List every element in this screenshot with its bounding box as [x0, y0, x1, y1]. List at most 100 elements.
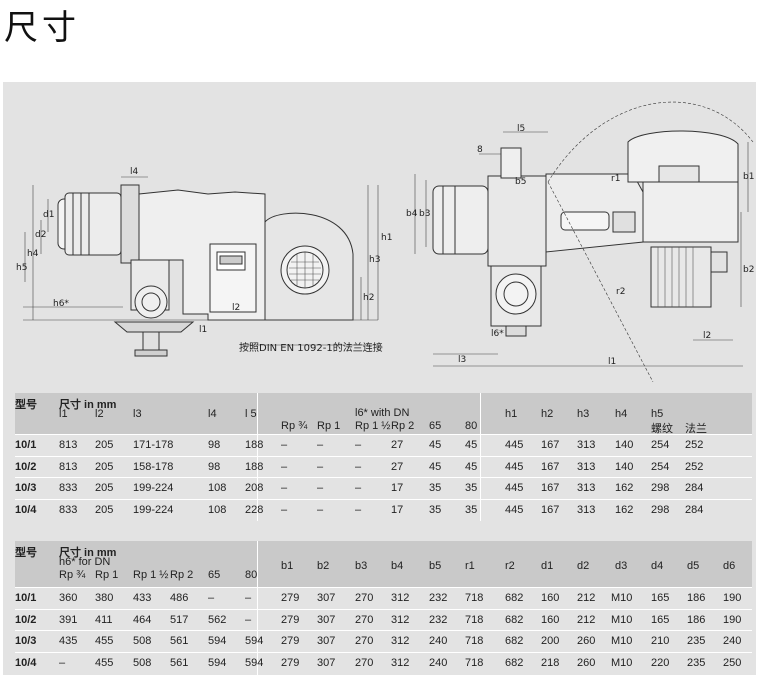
table-cell-rp1half: – — [355, 439, 362, 451]
table-cell-h5a: 298 — [651, 503, 670, 516]
side-view-left — [23, 176, 381, 357]
table-cell-l5: 228 — [245, 503, 264, 516]
table-cell-model: 10/2 — [15, 460, 37, 473]
table-cell-b3: 270 — [355, 592, 374, 604]
svg-text:l3: l3 — [458, 355, 466, 365]
table-cell-rp2: 27 — [391, 439, 404, 451]
table-cell-l2: 205 — [95, 460, 114, 473]
table2-header: 型号 尺寸 in mm h6* for DN Rp ¾ Rp 1 Rp 1 ½ … — [15, 541, 752, 587]
table-cell-dn80: – — [245, 592, 252, 604]
svg-text:h4: h4 — [27, 249, 39, 259]
table-cell-b4: 312 — [391, 656, 410, 669]
t1-col-l6: l6* with DN — [355, 407, 410, 419]
table-cell-b1: 279 — [281, 635, 300, 647]
table-cell-rp1: 411 — [95, 613, 113, 626]
table-cell-rp1: – — [317, 503, 324, 516]
svg-text:r2: r2 — [616, 287, 625, 297]
table-cell-d2: 260 — [577, 656, 596, 669]
t1-col-rp1: Rp 1 — [317, 420, 341, 432]
table-cell-d6: 190 — [723, 592, 742, 604]
table-cell-b4: 312 — [391, 635, 410, 647]
table-cell-l1: 813 — [59, 439, 78, 451]
table-cell-dn80: 594 — [245, 656, 264, 669]
table-cell-dn65: 35 — [429, 503, 442, 516]
table-cell-rp1half: 464 — [133, 613, 152, 626]
t1-col-dn80: 80 — [465, 420, 478, 432]
svg-text:l1: l1 — [608, 357, 616, 367]
table-cell-rp1half: 508 — [133, 635, 152, 647]
t2-separator-1 — [257, 541, 258, 675]
table-cell-h4: 162 — [615, 482, 634, 494]
table-cell-h3: 313 — [577, 503, 596, 516]
t1-col-model: 型号 — [15, 399, 37, 411]
table-cell-h4: 140 — [615, 460, 634, 473]
table-cell-h5a: 254 — [651, 460, 670, 473]
svg-text:b4: b4 — [406, 209, 418, 219]
table-cell-b3: 270 — [355, 635, 374, 647]
table-cell-b4: 312 — [391, 613, 410, 626]
svg-text:l6*: l6* — [491, 329, 504, 339]
row-divider — [15, 587, 752, 588]
t2-col-rp1half: Rp 1 ½ — [133, 569, 169, 581]
table-cell-rp1: 455 — [95, 656, 114, 669]
t1-col-rp1half: Rp 1 ½ — [355, 420, 391, 432]
table-cell-rp34: – — [281, 482, 288, 494]
table-cell-d5: 235 — [687, 656, 706, 669]
table-cell-r1: 718 — [465, 656, 484, 669]
spec-panel: l4 d1 d2 h4 h5 h6* l2 h1 h3 h2 l1 按照DIN … — [3, 82, 756, 675]
svg-text:h6*: h6* — [53, 299, 69, 309]
table-cell-l3: 158-178 — [133, 460, 174, 473]
table-cell-h1: 445 — [505, 460, 524, 473]
t1-col-h3: h3 — [577, 408, 590, 420]
table-cell-r1: 718 — [465, 613, 484, 626]
t1-col-h2: h2 — [541, 408, 554, 420]
table-cell-model: 10/2 — [15, 613, 37, 626]
table-cell-dn80: 35 — [465, 482, 478, 494]
table-cell-h4: 162 — [615, 503, 634, 516]
row-divider — [15, 608, 752, 610]
burner-dimension-drawing: l4 d1 d2 h4 h5 h6* l2 h1 h3 h2 l1 按照DIN … — [16, 101, 754, 382]
t1-col-h1: h1 — [505, 408, 518, 420]
table-cell-h2: 167 — [541, 503, 560, 516]
table-cell-l1: 833 — [59, 503, 78, 516]
table-cell-rp2: 517 — [170, 613, 189, 626]
table-cell-l4: 98 — [208, 439, 221, 451]
t2-col-d4: d4 — [651, 560, 664, 572]
table-cell-r1: 718 — [465, 635, 484, 647]
table-cell-h3: 313 — [577, 460, 596, 473]
svg-text:h2: h2 — [363, 293, 374, 303]
table-cell-l5: 188 — [245, 460, 264, 473]
table-cell-model: 10/1 — [15, 439, 37, 451]
svg-text:l1: l1 — [199, 325, 207, 335]
table-cell-d3: M10 — [611, 613, 633, 626]
table-cell-h5a: 298 — [651, 482, 670, 494]
table-cell-rp34: 391 — [59, 613, 78, 626]
table-cell-dn65: – — [208, 592, 215, 604]
table-cell-d2: 212 — [577, 613, 596, 626]
t2-col-r2: r2 — [505, 560, 515, 572]
table-cell-r2: 682 — [505, 635, 524, 647]
svg-text:b1: b1 — [743, 172, 754, 182]
table-cell-dn80: 45 — [465, 460, 478, 473]
table-cell-rp34: – — [281, 503, 288, 516]
t2-col-dn65: 65 — [208, 569, 221, 581]
table-cell-h1: 445 — [505, 439, 524, 451]
table-cell-b1: 279 — [281, 592, 300, 604]
table-cell-rp1: – — [317, 482, 324, 494]
table-cell-l1: 813 — [59, 460, 78, 473]
t1-separator-2 — [480, 393, 481, 521]
t1-col-h5: h5 — [651, 408, 664, 420]
t2-col-rp1: Rp 1 — [95, 569, 119, 581]
table-cell-h3: 313 — [577, 439, 596, 451]
table-cell-h5b: 252 — [685, 439, 704, 451]
t2-col-rp34: Rp ¾ — [59, 569, 86, 581]
table-cell-h5b: 284 — [685, 482, 704, 494]
table-cell-rp34: – — [59, 656, 66, 669]
table-cell-rp1half: – — [355, 460, 362, 473]
table-cell-rp34: 360 — [59, 592, 78, 604]
t1-col-dn65: 65 — [429, 420, 442, 432]
table-cell-rp2: 561 — [170, 635, 189, 647]
svg-text:r1: r1 — [611, 174, 620, 184]
table-cell-b3: 270 — [355, 656, 374, 669]
table-cell-b5: 240 — [429, 656, 448, 669]
